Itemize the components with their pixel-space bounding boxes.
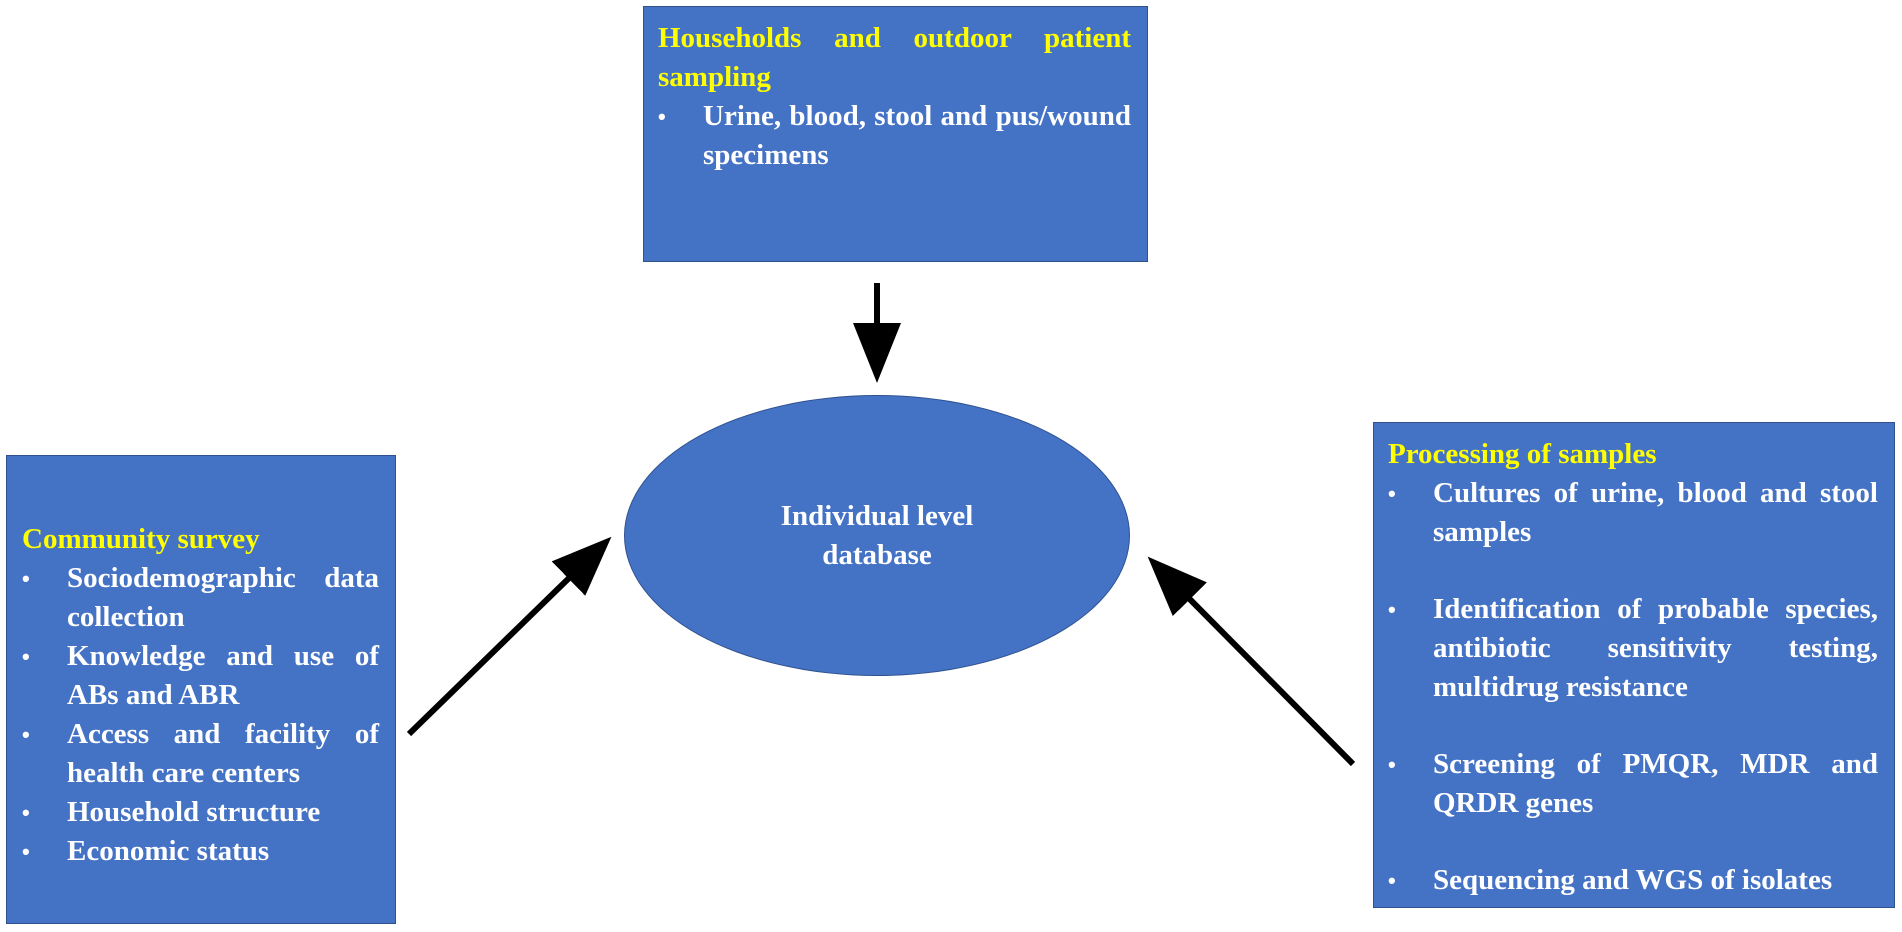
sampling-box: Households and outdoor patient sampling … — [643, 6, 1148, 262]
processing-box-item: Cultures of urine, blood and stool sampl… — [1388, 474, 1878, 552]
community-survey-item: Sociodemographic data collection — [22, 559, 379, 637]
processing-box-item: Sequencing and WGS of isolates — [1388, 861, 1878, 900]
community-survey-item: Access and facility of health care cente… — [22, 715, 379, 793]
community-survey-list: Sociodemographic data collection Knowled… — [22, 559, 379, 871]
sampling-box-title: Households and outdoor patient sampling — [658, 22, 1131, 93]
arrow-right-to-database — [1147, 556, 1356, 767]
community-survey-item: Economic status — [22, 832, 379, 871]
community-survey-title: Community survey — [22, 523, 260, 555]
community-survey-item: Household structure — [22, 793, 379, 832]
arrow-left-to-database — [406, 536, 612, 737]
processing-box-title: Processing of samples — [1388, 438, 1657, 470]
sampling-box-item: Urine, blood, stool and pus/wound specim… — [658, 97, 1131, 175]
sampling-box-list: Urine, blood, stool and pus/wound specim… — [658, 97, 1131, 175]
processing-box-item: Screening of PMQR, MDR and QRDR genes — [1388, 745, 1878, 823]
database-label: Individual level database — [780, 499, 974, 571]
community-survey-box: Community survey Sociodemographic data c… — [6, 455, 396, 924]
processing-box: Processing of samples Cultures of urine,… — [1373, 422, 1895, 908]
database-ellipse: Individual level database — [624, 395, 1130, 676]
processing-box-item: Identification of probable species, anti… — [1388, 590, 1878, 707]
community-survey-item: Knowledge and use of ABs and ABR — [22, 637, 379, 715]
processing-box-list: Cultures of urine, blood and stool sampl… — [1388, 474, 1878, 900]
